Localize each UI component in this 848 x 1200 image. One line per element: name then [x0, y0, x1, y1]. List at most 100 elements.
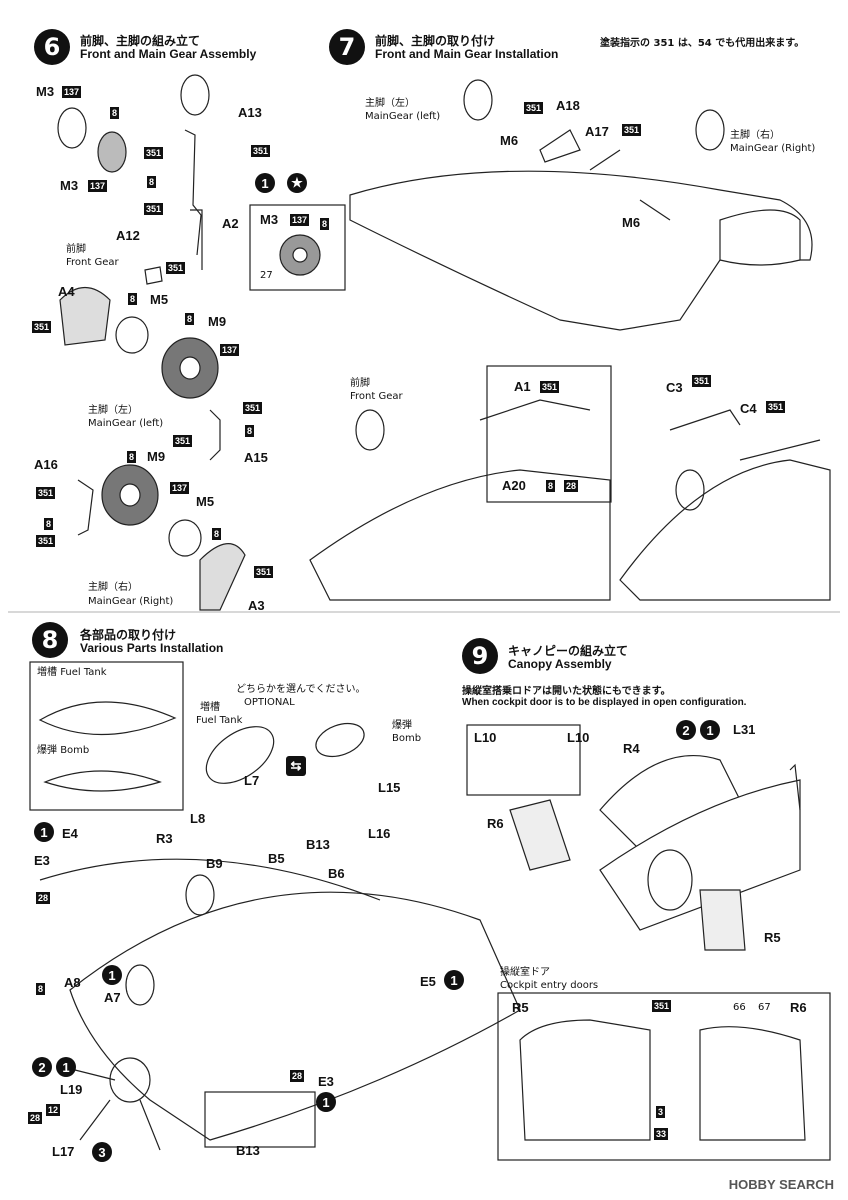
color-28: 28	[290, 1070, 305, 1082]
part-label-a18: A18	[556, 98, 580, 113]
part-label-e3: E3	[318, 1074, 334, 1089]
optional-ja: どちらかを選んでください。	[236, 684, 366, 695]
color-351: 351	[692, 375, 712, 387]
color-351: 351	[36, 487, 56, 499]
option-mark-1: 1	[56, 1057, 76, 1077]
part-label-l16: L16	[368, 826, 391, 841]
part-label-a2: A2	[222, 216, 239, 231]
option-mark-1: 1	[34, 822, 54, 842]
fuel-tank-ja: 増槽	[37, 667, 57, 678]
color-28: 28	[36, 892, 51, 904]
step-7-title-en: Front and Main Gear Installation	[375, 47, 559, 61]
part-label-e4: E4	[62, 826, 78, 841]
option-mark-2: 2	[32, 1057, 52, 1077]
color-8: 8	[44, 518, 54, 530]
part-label-l17: L17	[52, 1144, 75, 1159]
main-right-en: MainGear (Right)	[88, 596, 174, 607]
paint-substitution-note: 塗装指示の 351 は、54 でも代用出来ます。	[600, 38, 805, 49]
part-label-c4: C4	[740, 401, 757, 416]
part-label-a12: A12	[116, 228, 140, 243]
optional-en: OPTIONAL	[244, 697, 295, 708]
part-label-m3: M3	[260, 212, 279, 227]
part-label-m6: M6	[622, 215, 641, 230]
door-note-ja: 操縦室搭乗ロドアは開いた状態にもできます。	[462, 686, 671, 697]
part-label-l19: L19	[60, 1082, 83, 1097]
part-label-m5: M5	[150, 292, 169, 307]
watermark: HOBBY SEARCH	[728, 1177, 834, 1192]
color-351: 351	[36, 535, 56, 547]
color-8: 8	[127, 451, 137, 463]
color-33: 33	[654, 1128, 669, 1140]
color-351: 351	[524, 102, 544, 114]
option-mark-1: 1	[444, 970, 464, 990]
step-6-number: 6	[34, 29, 70, 65]
main-left-ja: 主脚（左）	[88, 405, 138, 416]
color-137: 137	[220, 344, 240, 356]
part-label-m3: M3	[36, 84, 55, 99]
fuel-tank-en: Fuel Tank	[196, 715, 243, 726]
color-351: 351	[32, 321, 52, 333]
bomb-en: Bomb	[392, 733, 422, 744]
step-6-title-en: Front and Main Gear Assembly	[80, 47, 257, 61]
color-8: 8	[147, 176, 157, 188]
part-label-a1: A1	[514, 379, 531, 394]
option-mark-1: 1	[255, 173, 275, 193]
option-mark-3: 3	[92, 1142, 112, 1162]
color-137: 137	[88, 180, 108, 192]
front-gear-ja: 前脚	[350, 378, 370, 389]
color-351: 351	[622, 124, 642, 136]
color-28: 28	[564, 480, 579, 492]
step-6-title-ja: 前脚、主脚の組み立て	[80, 34, 201, 48]
color-351: 351	[173, 435, 193, 447]
step-7-number: 7	[329, 29, 365, 65]
color-351: 351	[540, 381, 560, 393]
color-351: 351	[166, 262, 186, 274]
either-or-arrow-icon: ⇆	[286, 756, 306, 776]
color-27: 27	[260, 270, 273, 281]
step-8-title-ja: 各部品の取り付け	[80, 628, 177, 642]
part-label-e3: E3	[34, 853, 50, 868]
color-3: 3	[656, 1106, 666, 1118]
part-label-b6: B6	[328, 866, 345, 881]
part-label-m9: M9	[208, 314, 227, 329]
part-label-l10: L10	[474, 730, 497, 745]
color-351: 351	[144, 203, 164, 215]
part-label-a7: A7	[104, 990, 121, 1005]
color-351: 351	[652, 1000, 672, 1012]
color-351: 351	[144, 147, 164, 159]
door-note-en: When cockpit door is to be displayed in …	[462, 697, 747, 708]
step-9-number: 9	[462, 638, 498, 674]
main-left-en: MainGear (left)	[88, 418, 164, 429]
color-351: 351	[251, 145, 271, 157]
option-mark-1: 1	[316, 1092, 336, 1112]
part-label-l31: L31	[733, 722, 756, 737]
color-8: 8	[185, 313, 195, 325]
part-label-m6: M6	[500, 133, 519, 148]
color-351: 351	[254, 566, 274, 578]
color-28: 28	[28, 1112, 43, 1124]
entry-doors-ja: 操縦室ドア	[500, 967, 550, 978]
option-mark-1: 1	[102, 965, 122, 985]
part-label-r5: R5	[764, 930, 781, 945]
color-67: 67	[758, 1002, 771, 1013]
color-8: 8	[36, 983, 46, 995]
color-8: 8	[320, 218, 330, 230]
part-label-m5: M5	[196, 494, 215, 509]
part-label-c3: C3	[666, 380, 683, 395]
main-left-ja: 主脚（左）	[365, 98, 415, 109]
part-label-a15: A15	[244, 450, 268, 465]
fuel-tank-inset-label: 増槽 Fuel Tank	[37, 667, 107, 679]
part-label-a4: A4	[58, 284, 75, 299]
part-label-a16: A16	[34, 457, 58, 472]
step-7-title-ja: 前脚、主脚の取り付け	[375, 34, 496, 48]
color-8: 8	[110, 107, 120, 119]
part-label-a3: A3	[248, 598, 265, 613]
step-9-title-ja: キャノピーの組み立て	[508, 644, 629, 658]
bomb-ja: 爆弾	[37, 745, 57, 756]
color-12: 12	[46, 1104, 61, 1116]
color-8: 8	[212, 528, 222, 540]
bomb-ja: 爆弾	[392, 720, 412, 731]
color-8: 8	[546, 480, 556, 492]
part-label-b5: B5	[268, 851, 285, 866]
